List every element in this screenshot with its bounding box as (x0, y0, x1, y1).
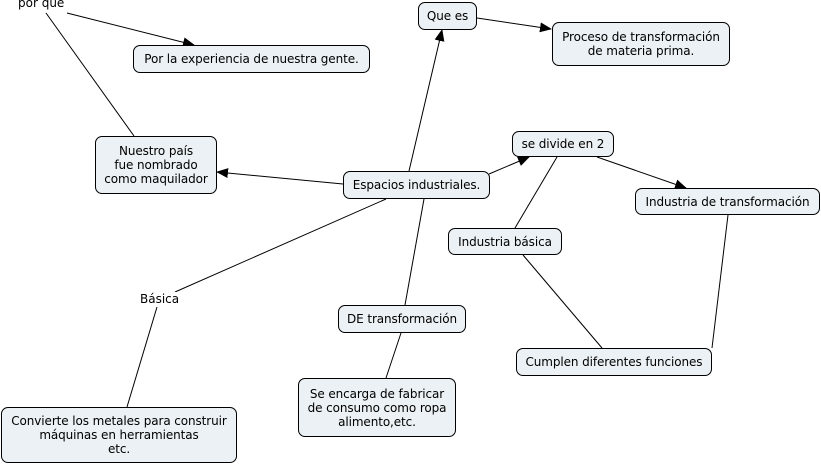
concept-se-divide-en-2[interactable]: se divide en 2 (512, 131, 614, 157)
concept-se-encarga-de-fabricar[interactable]: Se encarga de fabricar de consumo como r… (298, 378, 456, 437)
edge-espacios-de-transformacion (404, 198, 425, 306)
edge-por-que-experiencia (66, 12, 195, 48)
edge-se-divide-ind-basica (514, 156, 558, 229)
edge-espacios-basica (174, 198, 387, 293)
edge-espacios-se-divide (488, 156, 530, 175)
concept-industria-de-transformacion[interactable]: Industria de transformación (635, 188, 820, 215)
concept-cumplen-diferentes-funciones[interactable]: Cumplen diferentes funciones (516, 348, 712, 376)
concept-por-la-experiencia[interactable]: Por la experiencia de nuestra gente. (133, 45, 370, 73)
concept-espacios-industriales[interactable]: Espacios industriales. (343, 171, 490, 199)
linking-phrase-por-que: por que (17, 0, 66, 10)
concept-industria-basica[interactable]: Industria básica (448, 228, 562, 255)
concept-proceso-de-transformacion[interactable]: Proceso de transformación de materia pri… (552, 22, 730, 66)
concept-que-es[interactable]: Que es (418, 2, 477, 30)
edge-de-transformacion-se-encarga (385, 332, 402, 379)
edge-espacios-que-es (408, 29, 445, 172)
concept-nuestro-pais[interactable]: Nuestro país fue nombrado como maquilado… (95, 136, 217, 194)
concept-de-transformacion[interactable]: DE transformación (338, 305, 466, 333)
edge-se-divide-ind-transformacion (596, 156, 687, 190)
concept-convierte-los-metales[interactable]: Convierte los metales para construir máq… (1, 407, 237, 463)
edge-nuestro-pais-por-que (45, 12, 135, 137)
linking-phrase-basica: Básica (139, 292, 181, 306)
edge-espacios-nuestro-pais (216, 168, 344, 185)
edge-que-es-proceso (476, 17, 552, 33)
edge-basica-convierte (126, 306, 158, 408)
edge-ind-transformacion-cumplen (711, 214, 729, 349)
edge-ind-basica-cumplen (522, 254, 603, 349)
